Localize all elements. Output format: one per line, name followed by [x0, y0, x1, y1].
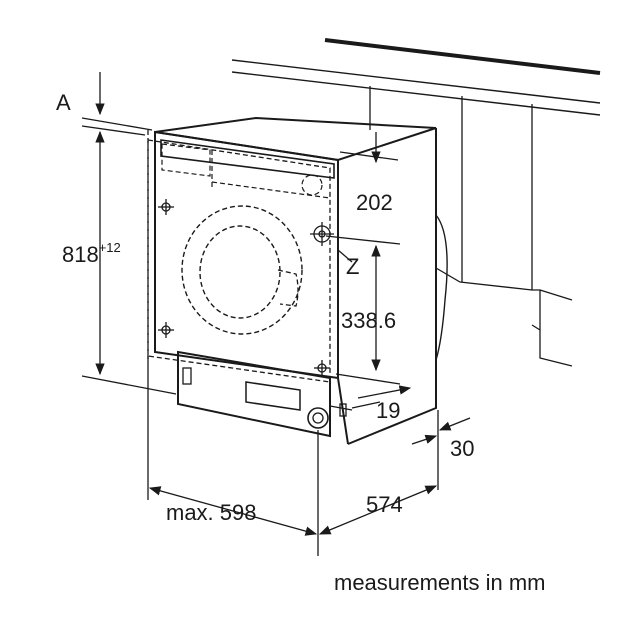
screw-top-right — [310, 222, 334, 246]
screw-top-left — [158, 199, 174, 215]
dimension-height — [81, 130, 177, 395]
label-height-value: 818 — [62, 242, 99, 267]
kitchen-cabinet — [231, 38, 601, 367]
dimension-bottom-offset — [351, 385, 412, 409]
label-top-offset: 202 — [356, 190, 393, 215]
label-z: Z — [346, 254, 359, 279]
label-a: A — [56, 90, 71, 115]
label-depth: 574 — [366, 492, 403, 517]
washing-machine — [147, 116, 437, 445]
dimension-depth — [318, 485, 438, 535]
label-depth-gap: 30 — [450, 436, 474, 461]
dimension-depth-gap — [411, 410, 471, 490]
label-width: max. 598 — [166, 500, 257, 525]
screw-bottom-right — [314, 360, 330, 376]
dimension-z — [325, 235, 401, 385]
dimension-top-offset — [339, 132, 399, 164]
units-note: measurements in mm — [334, 570, 546, 595]
label-z-height: 338.6 — [341, 308, 396, 333]
dimension-a — [81, 72, 153, 136]
label-bottom-offset: 19 — [376, 398, 400, 423]
label-height: 818+12 — [62, 240, 121, 267]
screw-bottom-left — [158, 322, 174, 338]
label-height-tolerance: +12 — [99, 240, 121, 255]
dimension-width — [147, 356, 319, 556]
